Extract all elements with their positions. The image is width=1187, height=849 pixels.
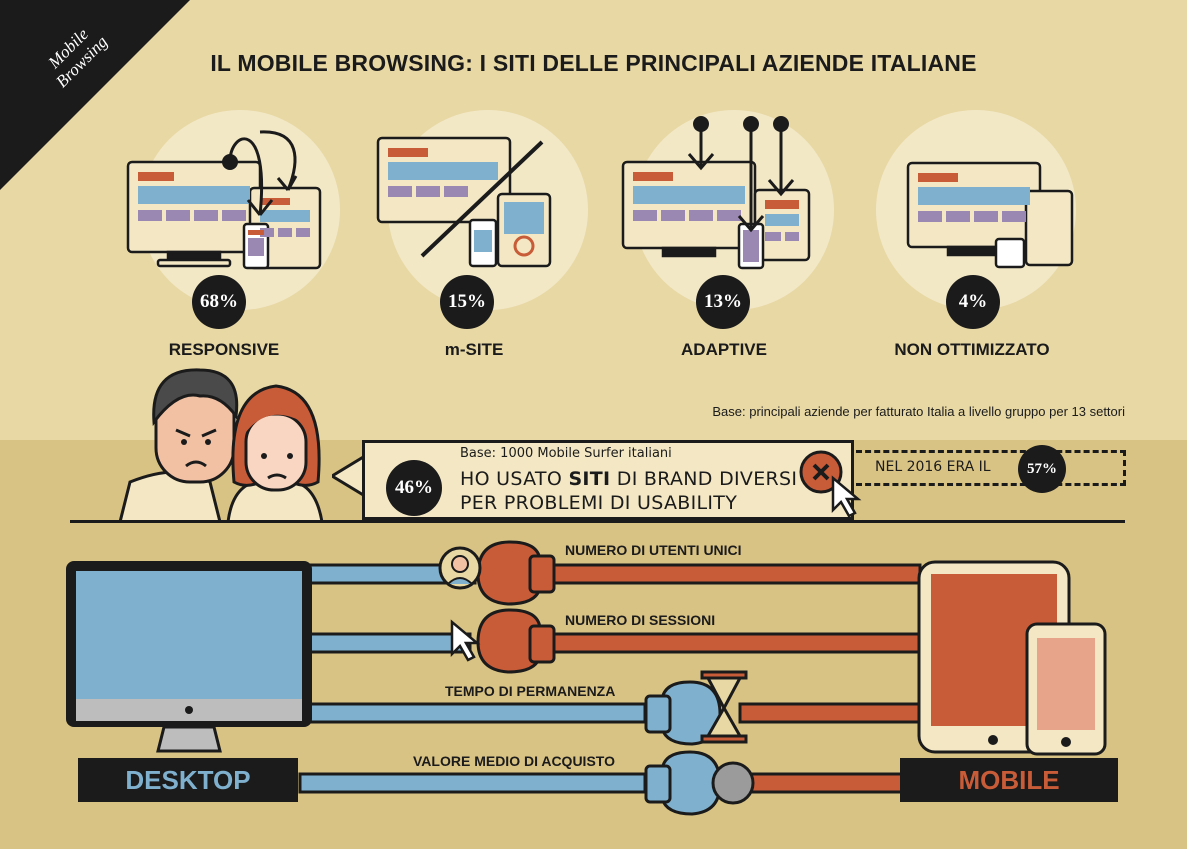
- survey-line-2: PER PROBLEMI DI USABILITY: [460, 492, 738, 514]
- bar-mobile-permanenza: [738, 702, 922, 724]
- section-divider: [70, 520, 1125, 523]
- survey-line-1-bold: SITI: [568, 468, 611, 490]
- bar-mobile-acquisto: [748, 772, 912, 794]
- bar-mobile-sessioni: [538, 632, 922, 654]
- survey-line-1-post: DI BRAND DIVERSI: [610, 468, 798, 490]
- adaptive-devices-icon: [621, 116, 811, 270]
- survey-percent: 46%: [386, 460, 442, 516]
- label-msite: m-SITE: [444, 340, 504, 359]
- survey-line-1: HO USATO SITI DI BRAND DIVERSI: [460, 468, 797, 490]
- close-cursor-icon: [799, 450, 862, 518]
- survey-bubble: [362, 440, 854, 520]
- previous-year-percent: 57%: [1018, 445, 1066, 493]
- percent-nonopt: 4%: [946, 275, 1000, 329]
- base-note: Base: principali aziende per fatturato I…: [712, 404, 1125, 419]
- desktop-monitor-icon: [66, 561, 312, 753]
- label-adaptive: ADAPTIVE: [681, 340, 767, 359]
- bar-desktop-permanenza: [298, 702, 647, 724]
- percent-msite: 15%: [440, 275, 494, 329]
- metric-label-sessioni: NUMERO DI SESSIONI: [565, 612, 716, 628]
- m-site-devices-icon: [376, 136, 552, 268]
- survey-base: Base: 1000 Mobile Surfer italiani: [460, 446, 672, 461]
- metric-label-permanenza: TEMPO DI PERMANENZA: [445, 683, 616, 699]
- non-optimized-devices-icon: [906, 161, 1074, 269]
- mobile-devices-icon: [917, 560, 1107, 756]
- metric-label-acquisto: VALORE MEDIO DI ACQUISTO: [413, 753, 615, 769]
- corner-ribbon: [0, 0, 190, 190]
- percent-responsive: 68%: [192, 275, 246, 329]
- metric-label-utenti: NUMERO DI UTENTI UNICI: [565, 542, 742, 558]
- previous-year-box: [856, 450, 1126, 486]
- bar-desktop-sessioni: [298, 632, 472, 654]
- page-title: IL MOBILE BROWSING: I SITI DELLE PRINCIP…: [210, 50, 977, 76]
- percent-adaptive: 13%: [696, 275, 750, 329]
- responsive-devices-icon: [126, 130, 322, 270]
- previous-year-text: NEL 2016 ERA IL: [875, 459, 991, 475]
- mobile-label: MOBILE: [900, 758, 1118, 802]
- bar-desktop-acquisto: [298, 772, 647, 794]
- desktop-label: DESKTOP: [78, 758, 298, 802]
- bar-mobile-utenti: [538, 563, 922, 585]
- survey-line-1-pre: HO USATO: [460, 468, 569, 490]
- frustrated-users-illustration: [118, 368, 324, 522]
- label-nonopt: NON OTTIMIZZATO: [894, 340, 1050, 359]
- label-responsive: RESPONSIVE: [168, 340, 280, 359]
